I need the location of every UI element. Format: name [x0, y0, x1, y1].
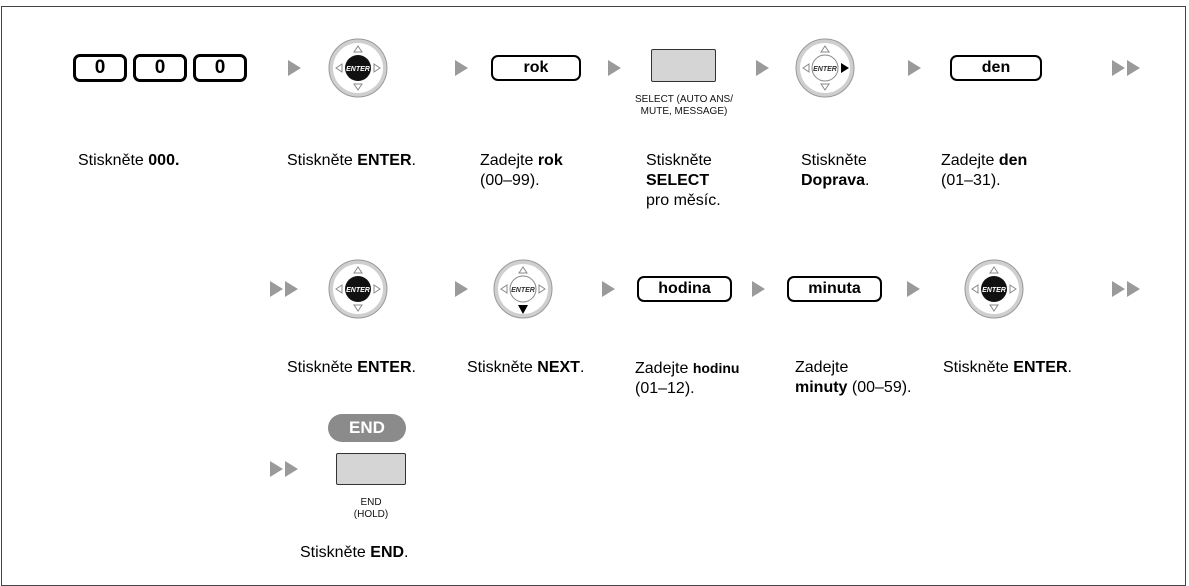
arrow-right-icon: [752, 281, 765, 297]
step-text: Stiskněte NEXT.: [467, 359, 585, 376]
step-text: Zadejte minuty (00–59).: [795, 359, 912, 396]
svg-text:ENTER: ENTER: [813, 66, 837, 73]
step-text: Stiskněte Doprava.: [801, 152, 870, 189]
arrow-right-icon: [455, 281, 468, 297]
minuta-key[interactable]: minuta: [787, 276, 882, 302]
continue-arrow-icon: [270, 461, 300, 477]
select-button[interactable]: [651, 49, 716, 82]
navigator-key-right[interactable]: ENTER: [794, 37, 856, 99]
hodina-key[interactable]: hodina: [637, 276, 732, 302]
navigator-key-enter[interactable]: ENTER: [327, 37, 389, 99]
step-text: Stiskněte ENTER.: [287, 152, 416, 169]
den-key[interactable]: den: [950, 55, 1042, 81]
arrow-right-icon: [288, 60, 301, 76]
continue-arrow-icon: [1112, 60, 1142, 76]
digit-key-0[interactable]: 0: [193, 54, 247, 82]
navigator-key-enter[interactable]: ENTER: [327, 258, 389, 320]
svg-text:ENTER: ENTER: [511, 287, 535, 294]
step-text: Stiskněte SELECT pro měsíc.: [646, 152, 721, 209]
navigator-key-enter[interactable]: ENTER: [963, 258, 1025, 320]
step-text: Stiskněte END.: [300, 544, 409, 561]
svg-text:ENTER: ENTER: [346, 287, 370, 294]
navigator-key-down[interactable]: ENTER: [492, 258, 554, 320]
rok-key[interactable]: rok: [491, 55, 581, 81]
digit-key-0[interactable]: 0: [73, 54, 127, 82]
arrow-right-icon: [907, 281, 920, 297]
arrow-right-icon: [455, 60, 468, 76]
step-text: Stiskněte 000.: [78, 152, 180, 169]
step-text: Zadejte den (01–31).: [941, 152, 1028, 189]
end-hold-button[interactable]: [336, 453, 406, 485]
select-button-caption: SELECT (AUTO ANS/MUTE, MESSAGE): [635, 94, 733, 117]
end-badge: END: [328, 414, 406, 442]
arrow-right-icon: [608, 60, 621, 76]
continue-arrow-icon: [1112, 281, 1142, 297]
continue-arrow-icon: [270, 281, 300, 297]
arrow-right-icon: [908, 60, 921, 76]
end-hold-caption: END(HOLD): [353, 497, 389, 520]
digit-key-0[interactable]: 0: [133, 54, 187, 82]
step-text: Stiskněte ENTER.: [943, 359, 1072, 376]
svg-text:ENTER: ENTER: [982, 287, 1006, 294]
svg-text:ENTER: ENTER: [346, 66, 370, 73]
arrow-right-icon: [756, 60, 769, 76]
arrow-right-icon: [602, 281, 615, 297]
step-text: Zadejte rok (00–99).: [480, 152, 563, 189]
step-text: Stiskněte ENTER.: [287, 359, 416, 376]
step-text: Zadejte hodinu (01–12).: [635, 360, 740, 397]
